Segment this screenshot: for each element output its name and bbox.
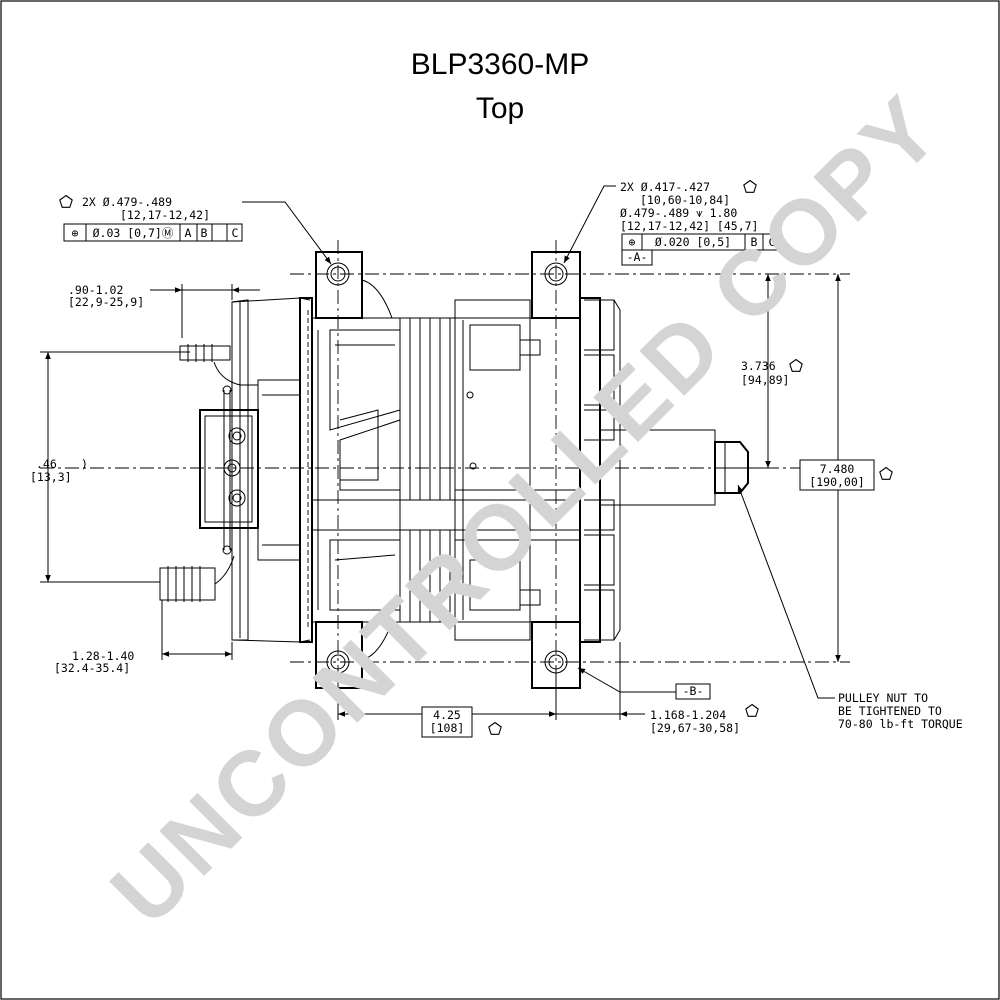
mount-ear-bottom-right (531, 621, 581, 689)
dim-4.25: 4.25 [108] (337, 670, 557, 738)
svg-text:Ø.03 [0,7]Ⓜ: Ø.03 [0,7]Ⓜ (93, 226, 174, 240)
svg-text:1.168-1.204: 1.168-1.204 (650, 708, 726, 722)
svg-text:[190,00]: [190,00] (809, 475, 864, 489)
mount-ear-top-right (531, 251, 581, 319)
svg-text:[29,67-30,58]: [29,67-30,58] (650, 721, 740, 735)
svg-text:B: B (201, 226, 208, 240)
dim-0.46: .46 [13,3] ) (30, 351, 190, 583)
svg-text:PULLEY NUT TO: PULLEY NUT TO (838, 691, 928, 705)
svg-text:3.736: 3.736 (741, 359, 776, 373)
dim-0.90-1.02: .90-1.02 [22,9-25,9] (68, 283, 260, 338)
svg-text:1.28-1.40: 1.28-1.40 (72, 649, 134, 663)
svg-text:[13,3]: [13,3] (30, 470, 72, 484)
svg-text:[12,17-12,42]: [12,17-12,42] (120, 208, 210, 222)
svg-text:7.480: 7.480 (820, 462, 855, 476)
svg-text:4.25: 4.25 (433, 708, 461, 722)
svg-text:BE TIGHTENED TO: BE TIGHTENED TO (838, 704, 942, 718)
dim-7.480: 7.480 [190,00] (799, 274, 893, 662)
datum-b: -B- (577, 667, 711, 700)
svg-text:⊕: ⊕ (629, 235, 636, 249)
callout-right-holes: 2X Ø.417-.427 [10,60-10,84] Ø.479-.489 ⩛… (563, 179, 783, 266)
dim-3.736: 3.736 [94,89] (720, 274, 803, 469)
svg-text:-A-: -A- (627, 250, 648, 264)
mount-ear-top-left (315, 251, 393, 319)
svg-text:2X Ø.479-.489: 2X Ø.479-.489 (82, 195, 172, 209)
svg-text:2X Ø.417-.427: 2X Ø.417-.427 (620, 180, 710, 194)
svg-text:70-80 lb-ft TORQUE: 70-80 lb-ft TORQUE (838, 717, 963, 731)
mount-ear-bottom-left (315, 621, 393, 689)
drawing-title: BLP3360-MP (411, 48, 589, 81)
svg-text:Ø.479-.489 ⩛ 1.80: Ø.479-.489 ⩛ 1.80 (620, 206, 737, 220)
svg-text:[12,17-12,42] [45,7]: [12,17-12,42] [45,7] (620, 219, 758, 233)
pulley-note: PULLEY NUT TO BE TIGHTENED TO 70-80 lb-f… (737, 484, 963, 731)
centerlines (40, 240, 860, 700)
alternator-outline (159, 251, 749, 689)
svg-text:-B-: -B- (683, 684, 704, 698)
watermark: UNCONTROLLED COPY (92, 76, 960, 944)
svg-text:⊕: ⊕ (72, 226, 79, 240)
callout-left-holes: 2X Ø.479-.489 [12,17-12,42] ⊕ Ø.03 [0,7]… (59, 194, 332, 265)
svg-text:[108]: [108] (430, 721, 465, 735)
view-name: Top (476, 92, 524, 125)
svg-text:Ø.020 [0,5]: Ø.020 [0,5] (655, 235, 731, 249)
dim-1.28-1.40: 1.28-1.40 [32.4-35.4] (54, 600, 233, 675)
svg-text:[32.4-35.4]: [32.4-35.4] (54, 661, 130, 675)
dim-1.168-1.204: 1.168-1.204 [29,67-30,58] (530, 642, 759, 735)
svg-text:): ) (81, 457, 88, 471)
svg-text:B: B (751, 235, 758, 249)
svg-text:C: C (232, 226, 239, 240)
svg-text:.90-1.02: .90-1.02 (68, 283, 123, 297)
svg-text:[22,9-25,9]: [22,9-25,9] (68, 295, 144, 309)
svg-text:[94,89]: [94,89] (741, 373, 789, 387)
svg-text:.46: .46 (36, 457, 57, 471)
svg-text:C: C (769, 235, 776, 249)
svg-text:[10,60-10,84]: [10,60-10,84] (640, 193, 730, 207)
svg-text:A: A (185, 226, 192, 240)
